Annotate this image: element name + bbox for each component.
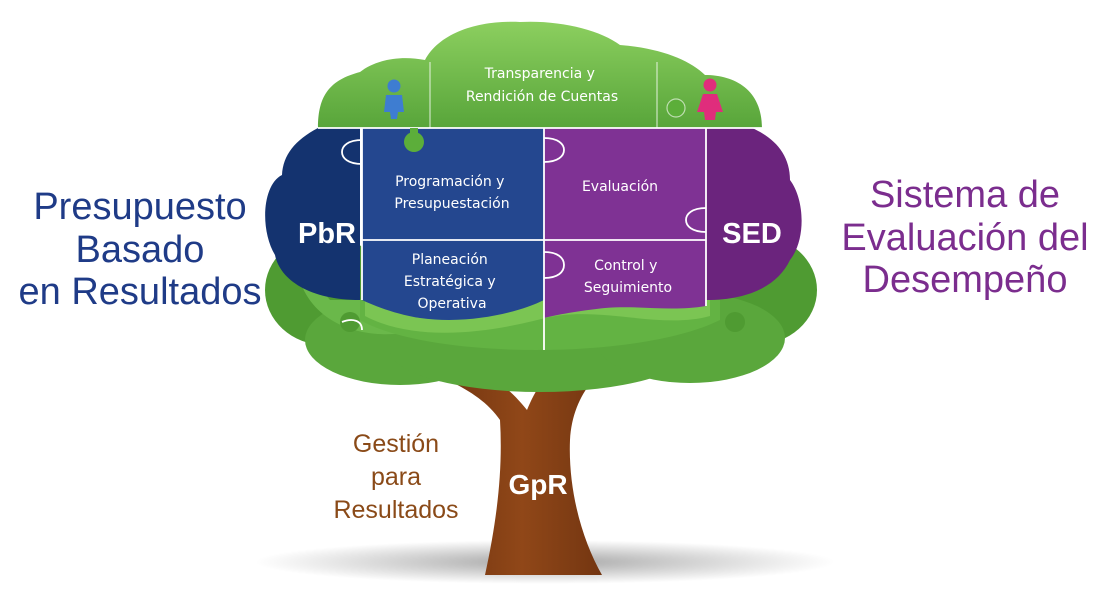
sed-label: Sistema de Evaluación del Desempeño xyxy=(826,174,1104,302)
pbr-label-line: Presupuesto xyxy=(33,186,247,228)
pbr-label-line: en Resultados xyxy=(18,271,262,314)
pbr-label: Presupuesto Basado en Resultados xyxy=(0,186,280,314)
gpr-label-line: Gestión xyxy=(352,430,440,458)
sed-label-line: Desempeño xyxy=(862,259,1068,302)
male-person-icon xyxy=(384,79,404,119)
green-knob xyxy=(404,132,424,152)
programacion-text: Programación y Presupuestación xyxy=(394,174,509,212)
sed-label-line: Sistema de xyxy=(869,174,1061,216)
evaluacion-text: Evaluación xyxy=(582,179,658,195)
gpr-label-line: Resultados xyxy=(333,496,459,524)
gpr-label-line: para xyxy=(370,463,422,491)
gpr-abbr: GpR xyxy=(508,469,567,500)
pbr-label-line: Basado xyxy=(75,228,205,271)
planeacion-text: Planeación Estratégica y Operativa xyxy=(404,252,500,312)
sed-label-line: Evaluación del xyxy=(841,216,1089,259)
blue-pieces xyxy=(362,128,544,320)
pbr-abbr: PbR xyxy=(298,218,356,250)
transparency-text: Transparencia y Rendición de Cuentas xyxy=(466,66,618,105)
gpr-label: Gestión para Resultados xyxy=(318,428,474,527)
puzzle-seams xyxy=(318,127,762,350)
pbr-cloud xyxy=(265,128,360,300)
sed-cloud xyxy=(706,128,802,300)
control-text: Control y Seguimiento xyxy=(584,258,672,296)
purple-pieces xyxy=(544,128,706,318)
sed-abbr: SED xyxy=(722,218,782,250)
female-person-icon xyxy=(697,78,723,120)
transparency-piece xyxy=(318,21,762,128)
tree-trunk xyxy=(430,352,614,575)
